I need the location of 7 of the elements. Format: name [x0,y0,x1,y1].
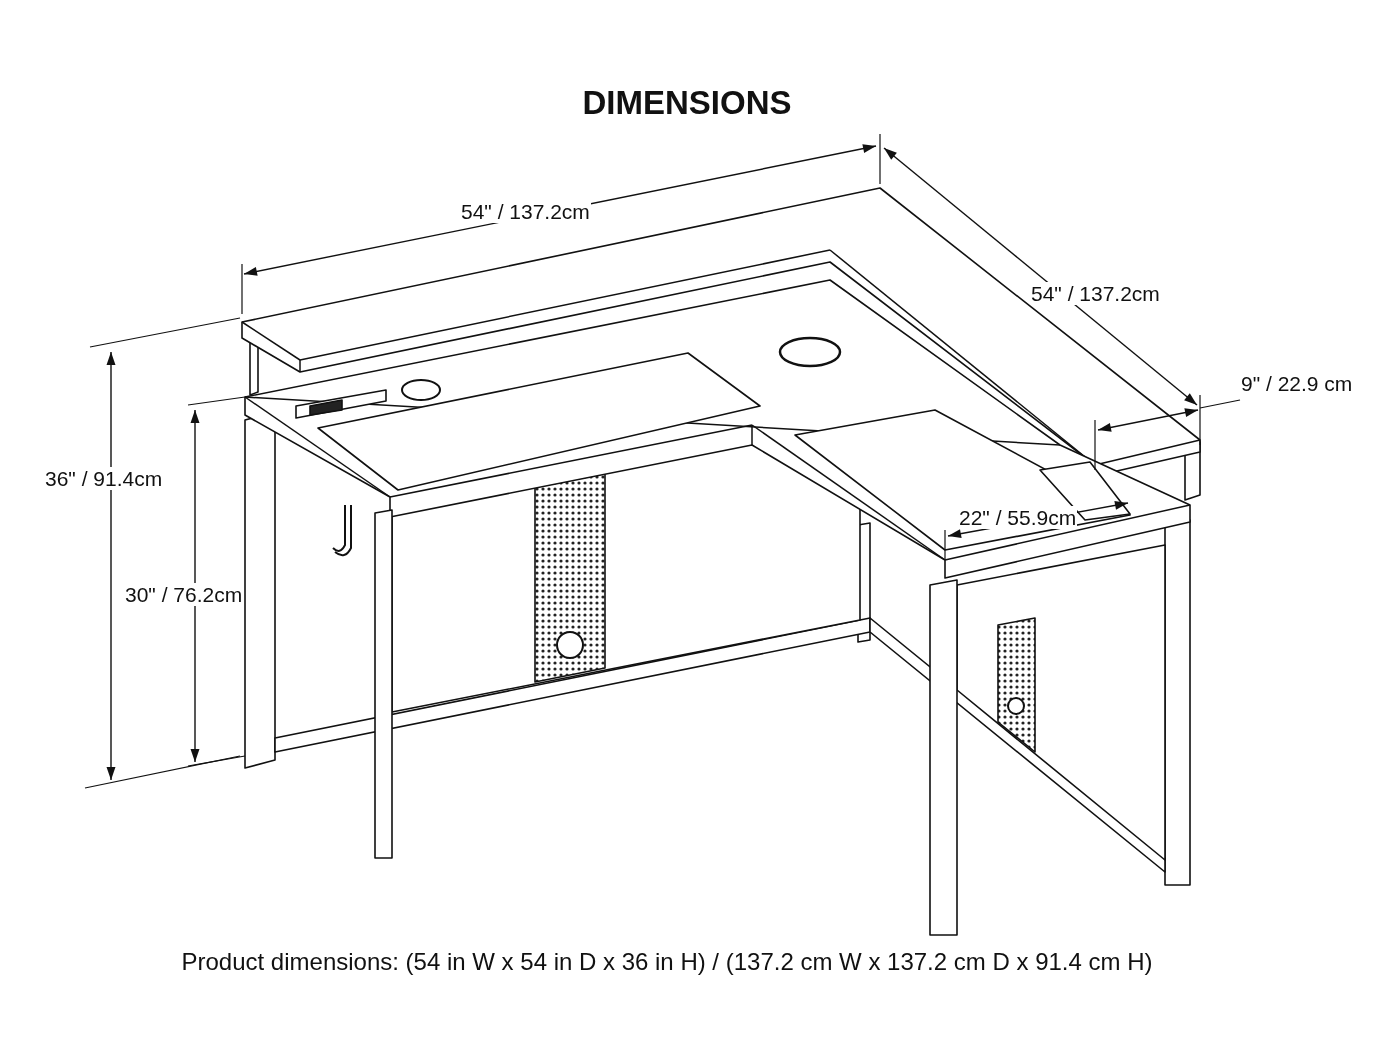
caption: Product dimensions: (54 in W x 54 in D x 36 in H) / (137.2 cm W x 137.2 cm D x 91.4 cm H) [180,948,1154,976]
diagram-title: DIMENSIONS [581,84,793,122]
dimension-label: 30" / 76.2cm [124,583,244,607]
dimension-label: 22" / 55.9cm [958,506,1078,530]
dimension-label: 36" / 91.4cm [44,467,164,491]
dimension-label: 54" / 137.2cm [1030,282,1161,306]
dimension-label: 54" / 137.2cm [460,200,591,224]
